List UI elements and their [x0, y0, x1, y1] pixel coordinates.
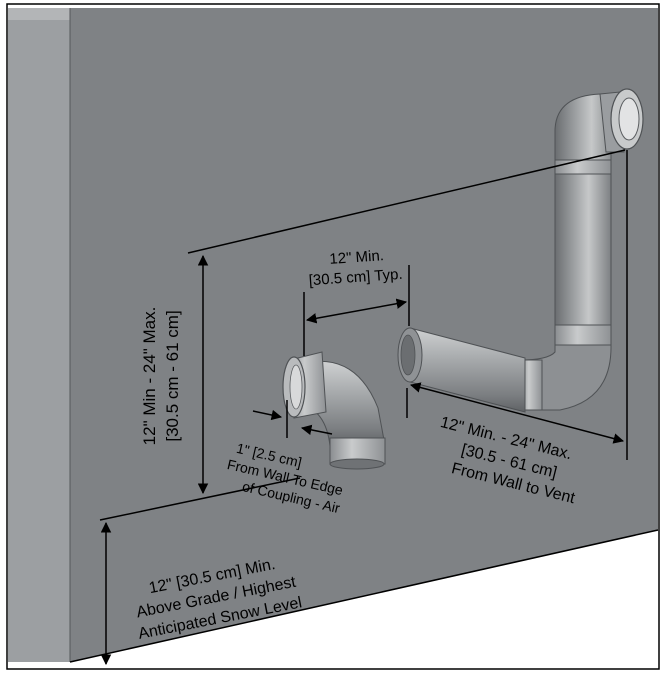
intake-extension-line: [99, 477, 301, 521]
top-extension-line: [187, 149, 626, 254]
top-spacing-label-2: [30.5 cm] Typ.: [308, 266, 403, 290]
grade-line: [69, 529, 659, 663]
coupling-arrow-left: [252, 409, 283, 421]
vertical-label-2: [30.5 cm - 61 cm]: [163, 310, 182, 441]
wall-top: [8, 8, 70, 20]
vertical-label-1: 12" Min - 24" Max.: [140, 307, 159, 446]
wall-face: [70, 8, 658, 662]
dimension-lines: [99, 149, 628, 666]
top-spacing-label-1: 12" Min.: [329, 247, 385, 268]
wall: [8, 8, 659, 663]
spacing-dimension-arrow: [305, 298, 408, 324]
horizontal-dimension-arrow: [409, 382, 625, 444]
air-intake-elbow: [282, 351, 386, 470]
coupling-arrow-right: [300, 424, 333, 436]
wall-side: [8, 8, 70, 662]
